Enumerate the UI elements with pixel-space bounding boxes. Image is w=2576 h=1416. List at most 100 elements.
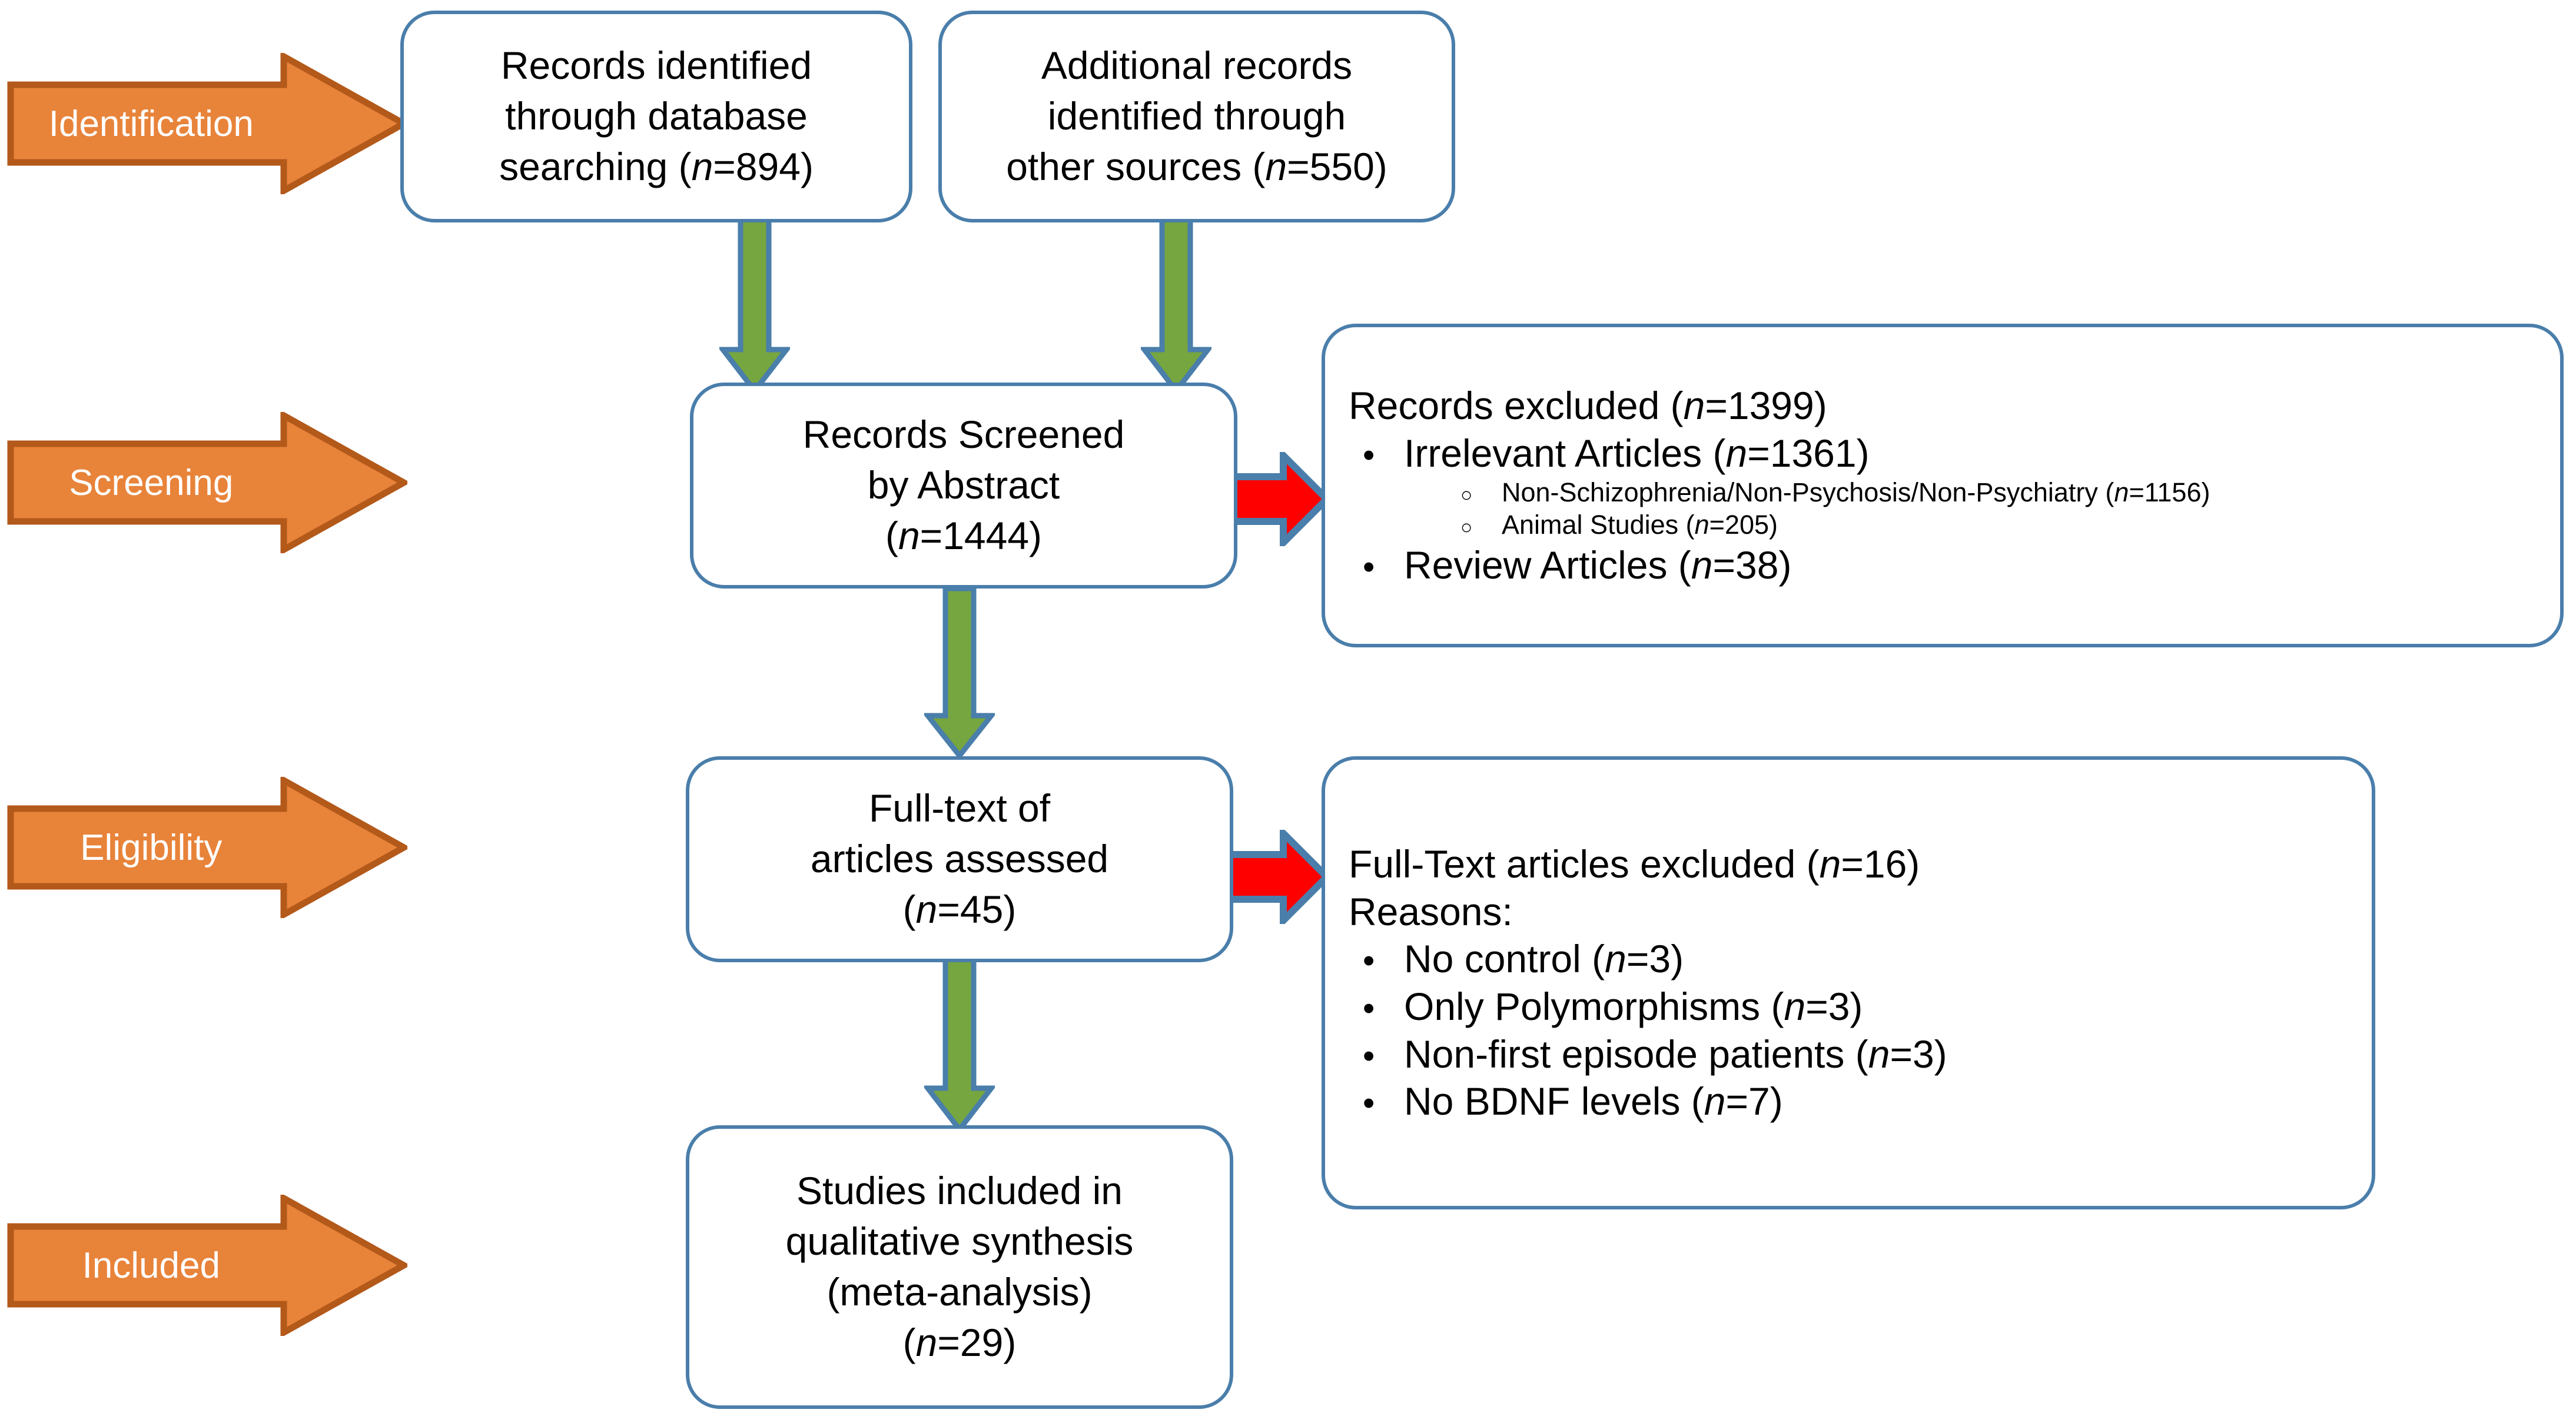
box-line: Full-text of <box>868 786 1051 830</box>
box-line: (n=29) <box>903 1318 1017 1368</box>
connector-other-to-screened <box>1141 218 1211 394</box>
n-italic: n <box>1265 144 1287 188</box>
box-full-text-assessed: Full-text of articles assessed (n=45) <box>686 756 1233 962</box>
circle-bullet-icon: ○ <box>1460 484 1473 507</box>
bullet-icon: • <box>1363 1084 1375 1123</box>
bullet-icon: • <box>1363 436 1375 474</box>
list-item: • No BDNF levels (n=7) <box>1325 1078 2372 1125</box>
n-italic: n <box>915 887 938 931</box>
box-line-post: =29) <box>937 1320 1017 1364</box>
stage-arrow-eligibility: Eligibility <box>7 777 407 918</box>
connector-fulltext-to-included <box>924 956 995 1133</box>
box-line: (n=1444) <box>885 511 1042 561</box>
stage-arrow-identification: Identification <box>7 53 407 194</box>
panel-heading-pre: Records excluded ( <box>1349 384 1684 428</box>
connector-screened-to-fulltext <box>924 589 995 759</box>
box-line: identified through <box>1047 94 1346 138</box>
panel-fulltext-excluded: Full-Text articles excluded (n=16) Reaso… <box>1322 756 2375 1209</box>
list-item-pre: No BDNF levels ( <box>1404 1079 1704 1124</box>
list-item-text: Non-first episode patients (n=3) <box>1404 1031 1947 1078</box>
list-item-pre: Non-first episode patients ( <box>1404 1032 1868 1076</box>
n-italic: n <box>691 144 713 188</box>
box-line-pre: ( <box>902 1320 916 1364</box>
n-italic: n <box>1704 1079 1726 1124</box>
screening-arrow-icon <box>7 412 407 553</box>
list-item-pre: No control ( <box>1404 937 1605 981</box>
list-item: • Irrelevant Articles (n=1361) <box>1325 430 2560 477</box>
box-line: Additional records <box>1041 44 1353 88</box>
panel-heading-post: =1399) <box>1705 384 1827 428</box>
list-item: ○ Non-Schizophrenia/Non-Psychosis/Non-Ps… <box>1325 477 2560 509</box>
box-line: Records identified <box>500 44 812 88</box>
eligibility-arrow-icon <box>7 777 407 918</box>
box-line-pre: ( <box>902 887 916 931</box>
list-item-pre: Non-Schizophrenia/Non-Psychosis/Non-Psyc… <box>1502 477 2114 508</box>
box-line: articles assessed <box>810 837 1109 881</box>
n-italic: n <box>1784 985 1806 1028</box>
n-italic: n <box>1694 510 1709 540</box>
list-item-text: Only Polymorphisms (n=3) <box>1404 983 1863 1031</box>
box-line-post: =45) <box>937 887 1017 931</box>
list-item-pre: Review Articles ( <box>1404 543 1691 587</box>
box-line-post: =550) <box>1287 144 1387 188</box>
list-item-pre: Irrelevant Articles ( <box>1404 431 1726 475</box>
stage-label-eligibility: Eligibility <box>80 827 223 868</box>
list-item-text: No control (n=3) <box>1404 935 1684 983</box>
stage-label-identification: Identification <box>48 103 254 144</box>
list-item-post: =7) <box>1725 1079 1783 1124</box>
box-line-post: =894) <box>713 144 814 188</box>
panel-records-excluded: Records excluded (n=1399) • Irrelevant A… <box>1322 324 2564 647</box>
n-italic: n <box>1691 543 1713 587</box>
list-item: • Non-first episode patients (n=3) <box>1325 1031 2372 1078</box>
box-line-pre: ( <box>885 513 898 557</box>
panel-heading-post: =16) <box>1841 842 1920 886</box>
list-item-post: =3) <box>1626 937 1684 981</box>
identification-arrow-icon <box>7 53 407 194</box>
box-line: Studies included in <box>796 1169 1123 1213</box>
list-item-post: =3) <box>1890 1032 1947 1076</box>
down-arrow-icon <box>924 956 995 1133</box>
down-arrow-icon <box>924 589 995 759</box>
stage-arrow-included: Included <box>7 1195 407 1336</box>
box-line-pre: searching ( <box>499 144 692 188</box>
list-item-text: Non-Schizophrenia/Non-Psychosis/Non-Psyc… <box>1502 477 2210 509</box>
panel-heading-pre: Full-Text articles excluded ( <box>1349 842 1820 886</box>
down-arrow-icon <box>1141 218 1211 394</box>
list-item-text: Irrelevant Articles (n=1361) <box>1404 430 1870 477</box>
bullet-icon: • <box>1363 989 1375 1028</box>
box-line: (meta-analysis) <box>826 1270 1093 1314</box>
box-line-post: =1444) <box>919 513 1043 557</box>
list-item-post: =38) <box>1712 543 1792 587</box>
panel-heading: Records excluded (n=1399) <box>1325 382 2560 430</box>
list-item-pre: Only Polymorphisms ( <box>1404 985 1784 1028</box>
list-item: • No control (n=3) <box>1325 935 2372 983</box>
box-line: by Abstract <box>867 463 1060 507</box>
connector-db-to-screened <box>719 218 790 394</box>
list-item-pre: Animal Studies ( <box>1502 510 1695 540</box>
box-line: searching (n=894) <box>499 142 814 192</box>
n-italic: n <box>915 1320 938 1364</box>
bullet-icon: • <box>1363 1036 1375 1075</box>
n-italic: n <box>1683 384 1705 428</box>
box-line-pre: other sources ( <box>1006 144 1266 188</box>
stage-label-screening: Screening <box>69 462 234 503</box>
box-records-screened: Records Screened by Abstract (n=1444) <box>690 383 1237 589</box>
list-item-text: Animal Studies (n=205) <box>1502 509 1778 541</box>
box-line: other sources (n=550) <box>1006 142 1387 192</box>
n-italic: n <box>1605 937 1626 981</box>
n-italic: n <box>1819 842 1841 886</box>
n-italic: n <box>2114 477 2129 508</box>
list-item: • Review Articles (n=38) <box>1325 541 2560 589</box>
box-line: through database <box>505 94 808 138</box>
box-line: Records Screened <box>802 413 1125 457</box>
box-records-identified-other-sources: Additional records identified through ot… <box>938 11 1455 222</box>
box-records-identified-database: Records identified through database sear… <box>400 11 912 222</box>
n-italic: n <box>1868 1032 1890 1076</box>
panel-subheading: Reasons: <box>1349 889 1513 933</box>
list-item-post: =205) <box>1709 510 1778 540</box>
included-arrow-icon <box>7 1195 407 1336</box>
list-item: ○ Animal Studies (n=205) <box>1325 509 2560 541</box>
box-studies-included: Studies included in qualitative synthesi… <box>686 1125 1233 1409</box>
n-italic: n <box>1725 431 1748 475</box>
